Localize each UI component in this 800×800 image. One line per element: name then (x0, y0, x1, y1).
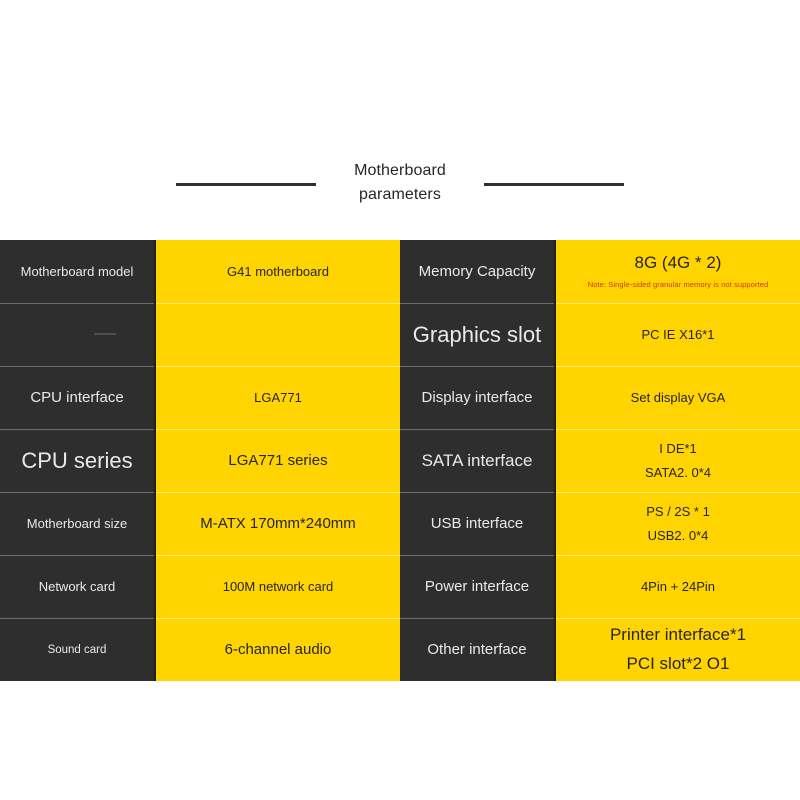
spec-value-blank (155, 303, 400, 367)
value-text: LGA771 (254, 390, 302, 405)
spec-label-sata-interface: SATA interface (400, 429, 556, 493)
label-text: SATA interface (421, 450, 533, 470)
value-text-line1: PS / 2S * 1 (646, 504, 710, 519)
value-text-line1: I DE*1 (659, 441, 697, 456)
value-text: Set display VGA (630, 390, 726, 405)
label-text: Graphics slot (412, 321, 542, 347)
value-text-line2: SATA2. 0*4 (645, 465, 711, 480)
table-row: Graphics slot PC IE X16*1 (0, 303, 800, 367)
page-title-line2: parameters (359, 185, 441, 203)
spec-value-motherboard-size: M-ATX 170mm*240mm (155, 492, 400, 556)
value-text: G41 motherboard (227, 263, 329, 279)
spec-label-motherboard-model: Motherboard model (0, 240, 156, 304)
spec-label-other-interface: Other interface (400, 618, 556, 681)
value-text: 100M network card (222, 579, 334, 594)
spec-value-display-interface: Set display VGA (555, 366, 800, 430)
value-text-line1: Printer interface*1 (609, 625, 747, 645)
value-text: 8G (4G * 2) (634, 253, 722, 273)
spec-label-blank (0, 303, 156, 367)
spec-label-sound-card: Sound card (0, 618, 156, 681)
spec-label-memory-capacity: Memory Capacity (400, 240, 556, 304)
label-text: Display interface (421, 389, 533, 406)
value-text: 6-channel audio (224, 641, 332, 659)
label-text: Power interface (424, 578, 530, 595)
table-row: Network card 100M network card Power int… (0, 555, 800, 619)
table-row: Motherboard size M-ATX 170mm*240mm USB i… (0, 492, 800, 556)
title-rule-right (484, 183, 624, 186)
spec-value-sound-card: 6-channel audio (155, 618, 400, 681)
spec-label-graphics-slot: Graphics slot (400, 303, 556, 367)
page-title-block: Motherboard parameters (0, 145, 800, 220)
label-text: CPU series (21, 447, 133, 473)
spec-value-memory-capacity: 8G (4G * 2) Note: Single-sided granular … (555, 240, 800, 304)
label-text: CPU interface (30, 389, 124, 406)
spec-value-sata-interface: I DE*1 SATA2. 0*4 (555, 429, 800, 493)
table-row: CPU interface LGA771 Display interface S… (0, 366, 800, 430)
label-text: Motherboard model (20, 263, 134, 279)
label-text: Network card (38, 579, 116, 594)
value-text: LGA771 series (228, 452, 328, 469)
title-rule-left (176, 183, 316, 186)
spec-label-cpu-interface: CPU interface (0, 366, 156, 430)
blank-dash-mark (93, 333, 116, 336)
page-title: Motherboard parameters (340, 159, 460, 205)
table-row: Motherboard model G41 motherboard Memory… (0, 240, 800, 304)
value-text: PC IE X16*1 (641, 327, 715, 342)
motherboard-spec-table: Motherboard model G41 motherboard Memory… (0, 240, 800, 681)
spec-label-cpu-series: CPU series (0, 429, 156, 493)
spec-value-usb-interface: PS / 2S * 1 USB2. 0*4 (555, 492, 800, 556)
table-row: CPU series LGA771 series SATA interface … (0, 429, 800, 493)
label-text: Memory Capacity (418, 262, 536, 280)
label-text: USB interface (430, 515, 524, 532)
spec-value-cpu-series: LGA771 series (155, 429, 400, 493)
spec-label-network-card: Network card (0, 555, 156, 619)
spec-value-motherboard-model: G41 motherboard (155, 240, 400, 304)
label-text: Motherboard size (26, 516, 128, 531)
table-row: Sound card 6-channel audio Other interfa… (0, 618, 800, 681)
spec-label-usb-interface: USB interface (400, 492, 556, 556)
label-text: Other interface (427, 641, 527, 659)
spec-label-power-interface: Power interface (400, 555, 556, 619)
value-text-line2: USB2. 0*4 (647, 528, 709, 543)
spec-value-cpu-interface: LGA771 (155, 366, 400, 430)
spec-value-graphics-slot: PC IE X16*1 (555, 303, 800, 367)
spec-value-power-interface: 4Pin + 24Pin (555, 555, 800, 619)
page-title-line1: Motherboard (354, 162, 446, 180)
label-text: Sound card (47, 643, 107, 656)
value-text-line2: PCI slot*2 O1 (626, 654, 730, 674)
value-text: 4Pin + 24Pin (640, 579, 716, 594)
spec-label-display-interface: Display interface (400, 366, 556, 430)
spec-value-other-interface: Printer interface*1 PCI slot*2 O1 (555, 618, 800, 681)
spec-label-motherboard-size: Motherboard size (0, 492, 156, 556)
memory-capacity-note: Note: Single-sided granular memory is no… (587, 280, 769, 290)
value-text: M-ATX 170mm*240mm (200, 515, 356, 532)
spec-value-network-card: 100M network card (155, 555, 400, 619)
